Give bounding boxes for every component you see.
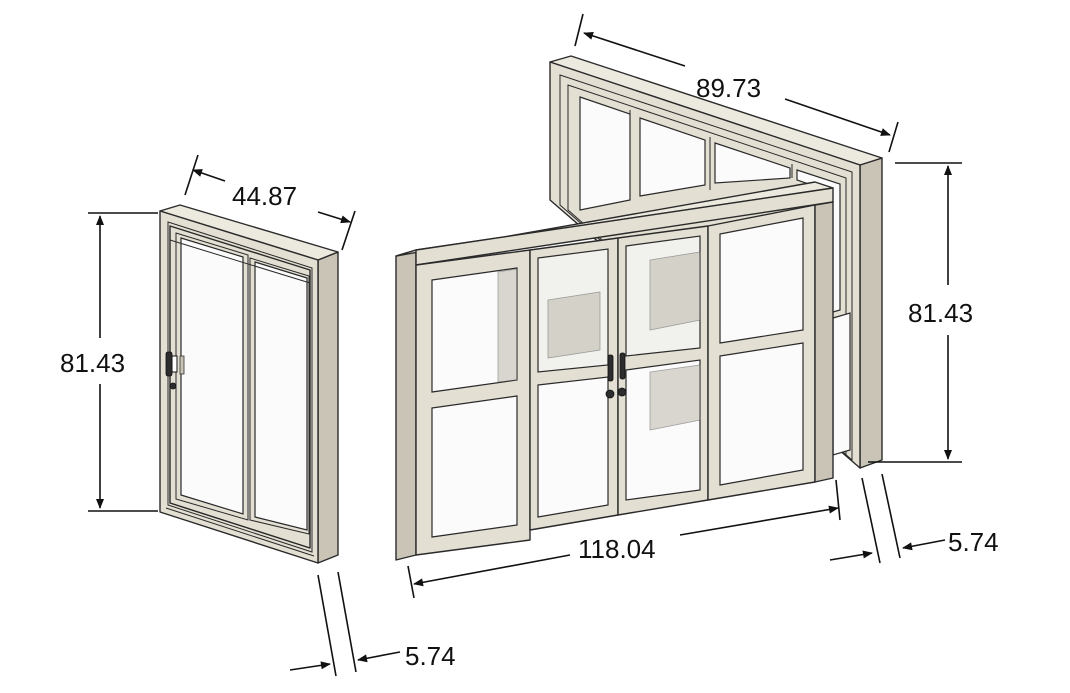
french-depth-label: 5.74 <box>948 527 999 557</box>
french-height-label: 81.43 <box>908 298 973 328</box>
dimension-french-width: 89.73 <box>574 13 899 153</box>
sliding-door <box>159 204 339 564</box>
dimension-french-height: 81.43 <box>868 162 973 463</box>
dimension-sliding-height: 81.43 <box>60 212 158 512</box>
french-door-handle-icon <box>605 352 627 399</box>
dimension-sliding-width: 44.87 <box>184 154 356 251</box>
sliding-width-label: 44.87 <box>232 181 297 211</box>
dimension-french-depth: 5.74 <box>829 473 999 564</box>
french-span-label: 118.04 <box>578 534 656 564</box>
dimension-french-span: 118.04 <box>407 479 841 599</box>
sliding-door-handle-icon <box>165 351 185 390</box>
french-width-label: 89.73 <box>696 73 761 103</box>
sliding-height-label: 81.43 <box>60 348 125 378</box>
sliding-depth-label: 5.74 <box>405 641 456 671</box>
french-door-front <box>395 181 834 561</box>
dimension-sliding-depth: 5.74 <box>289 571 456 677</box>
